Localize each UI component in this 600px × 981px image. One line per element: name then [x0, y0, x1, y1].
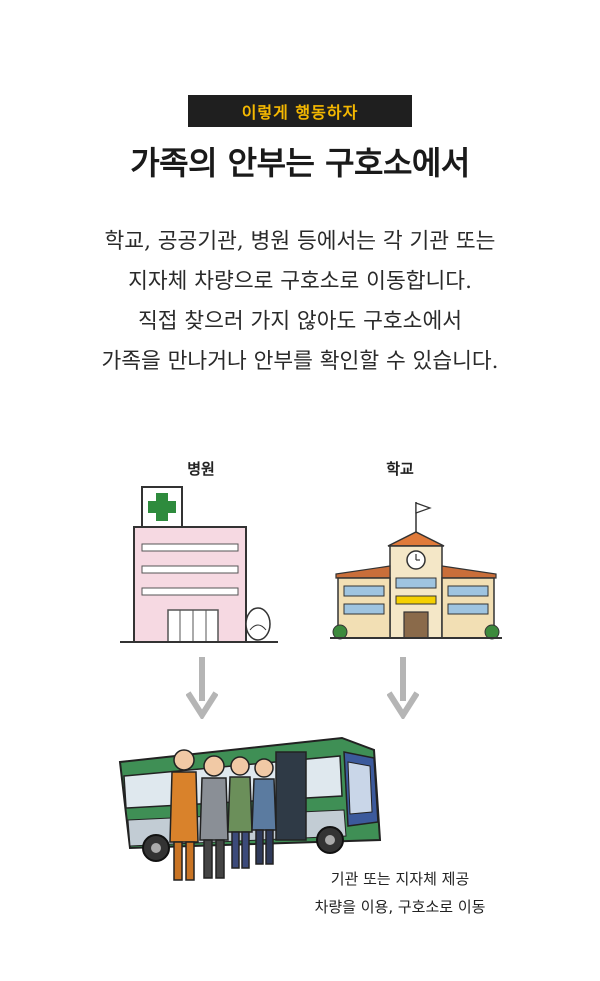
page-title: 가족의 안부는 구호소에서 [130, 144, 470, 182]
body-line: 가족을 만나거나 안부를 확인할 수 있습니다. [101, 349, 499, 374]
body-line: 직접 찾으러 가지 않아도 구호소에서 [137, 309, 463, 334]
school-label: 학교 [386, 460, 414, 478]
bus-caption: 기관 또는 지자체 제공 차량을 이용, 구호소로 이동 [300, 865, 500, 921]
caption-line: 차량을 이용, 구호소로 이동 [314, 898, 486, 916]
hospital-label: 병원 [187, 460, 215, 478]
body-paragraph: 학교, 공공기관, 병원 등에서는 각 기관 또는 지자체 차량으로 구호소로 … [0, 222, 600, 382]
bus-illustration [118, 736, 382, 881]
school-illustration [330, 502, 502, 640]
body-line: 지자체 차량으로 구호소로 이동합니다. [128, 269, 472, 294]
arrow-down-icon [387, 657, 419, 719]
arrow-down-icon [186, 657, 218, 719]
body-line: 학교, 공공기관, 병원 등에서는 각 기관 또는 [104, 229, 496, 254]
hospital-illustration [120, 486, 278, 643]
section-badge: 이렇게 행동하자 [188, 95, 412, 127]
caption-line: 기관 또는 지자체 제공 [330, 870, 470, 888]
